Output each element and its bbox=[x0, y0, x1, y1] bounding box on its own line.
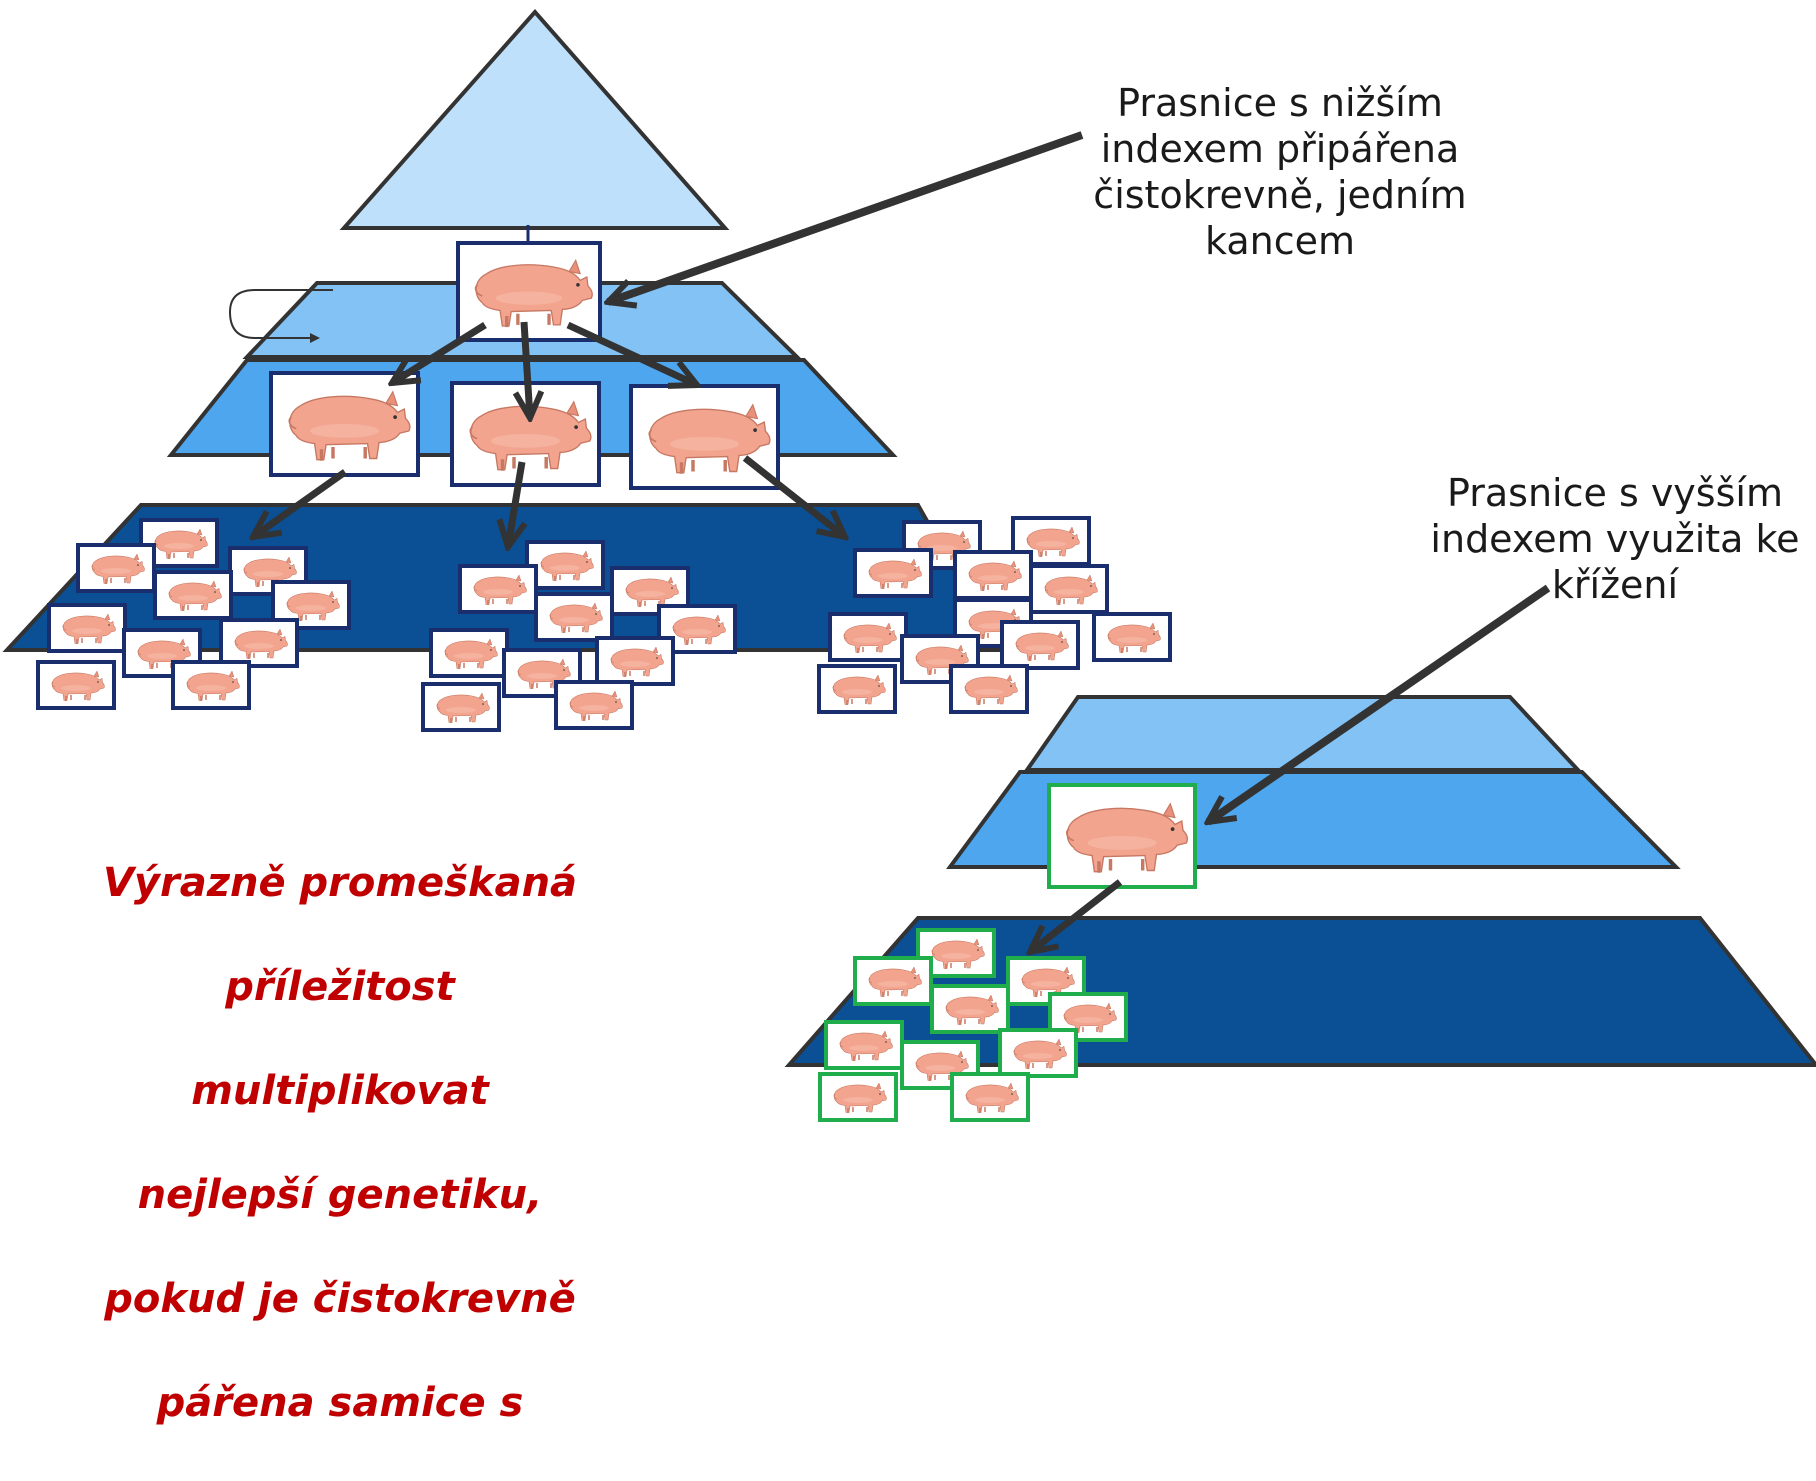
piglet-card bbox=[949, 664, 1029, 714]
pig-card-mid-1 bbox=[269, 371, 420, 477]
piglet-group-purebred bbox=[36, 516, 1172, 732]
piglet-card bbox=[171, 660, 251, 710]
piglet-card bbox=[219, 618, 299, 668]
pyramid-left-top-tier bbox=[339, 8, 730, 230]
arrow-crossbred-to-base bbox=[1030, 879, 1123, 952]
piglet-card bbox=[828, 612, 908, 662]
piglet-card bbox=[47, 603, 127, 653]
piglet-group-crossbred bbox=[818, 928, 1128, 1122]
breeding-pyramid-diagram bbox=[2, 8, 1816, 1122]
label-low-index-sow: Prasnice s nižším indexem připářena čist… bbox=[1080, 80, 1480, 264]
label-high-index-sow: Prasnice s vyšším indexem využita ke kří… bbox=[1415, 470, 1815, 608]
label-line: Prasnice s nižším bbox=[1117, 81, 1443, 125]
piglet-card bbox=[998, 1028, 1078, 1078]
piglet-card bbox=[1092, 612, 1172, 662]
arrow-mid-3-to-base bbox=[742, 455, 845, 537]
arrow-mid-2-to-base bbox=[508, 461, 522, 547]
label-line: křížení bbox=[1551, 563, 1679, 607]
note-line: pářena samice s bbox=[156, 1380, 524, 1426]
piglet-card bbox=[458, 564, 538, 614]
label-line: indexem využita ke bbox=[1430, 517, 1800, 561]
label-line: kancem bbox=[1205, 219, 1355, 263]
piglet-card bbox=[525, 540, 605, 590]
piglet-card bbox=[595, 636, 675, 686]
piglet-card bbox=[930, 984, 1010, 1034]
piglet-card bbox=[1000, 620, 1080, 670]
piglet-card bbox=[953, 550, 1033, 600]
note-line: Výrazně promeškaná bbox=[102, 860, 578, 906]
label-line: indexem připářena bbox=[1100, 127, 1460, 171]
piglet-card bbox=[153, 570, 233, 620]
arrow-label-low-to-sow bbox=[608, 131, 1084, 302]
piglet-card bbox=[853, 956, 933, 1006]
arrow-mid-1-to-base bbox=[253, 469, 348, 537]
piglet-card bbox=[36, 660, 116, 710]
piglet-card bbox=[554, 680, 634, 730]
piglet-card bbox=[950, 1072, 1030, 1122]
piglet-card bbox=[534, 592, 614, 642]
arrow-top-to-mid-2 bbox=[524, 321, 530, 418]
pig-card-crossbred-sow bbox=[1047, 783, 1197, 889]
piglet-card bbox=[817, 664, 897, 714]
piglet-card bbox=[421, 682, 501, 732]
piglet-card bbox=[818, 1072, 898, 1122]
piglet-card bbox=[853, 548, 933, 598]
note-line: multiplikovat bbox=[191, 1068, 489, 1114]
arrow-label-high-to-sow bbox=[1208, 584, 1551, 822]
note-line: nejlepší genetiku, bbox=[137, 1172, 543, 1218]
piglet-card bbox=[76, 543, 156, 593]
label-line: čistokrevně, jedním bbox=[1093, 173, 1467, 217]
missed-opportunity-note: Výrazně promeškaná příležitost multiplik… bbox=[60, 805, 620, 1481]
piglet-card bbox=[1029, 564, 1109, 614]
pig-card-mid-3 bbox=[629, 384, 780, 490]
arrow-top-to-mid-1 bbox=[392, 322, 487, 383]
label-line: Prasnice s vyšším bbox=[1447, 471, 1783, 515]
note-line: pokud je čistokrevně bbox=[104, 1276, 576, 1322]
note-line: příležitost bbox=[225, 964, 455, 1010]
piglet-card bbox=[429, 628, 509, 678]
piglet-card bbox=[824, 1020, 904, 1070]
loop-arrow-icon bbox=[228, 289, 333, 343]
arrow-top-to-mid-3 bbox=[566, 321, 697, 385]
